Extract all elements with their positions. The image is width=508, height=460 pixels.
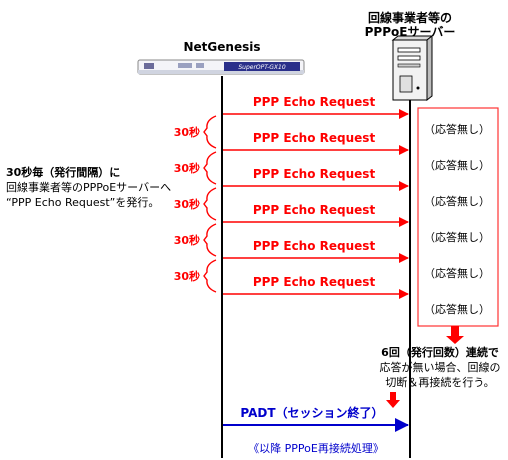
red-down-arrow xyxy=(446,326,464,344)
right-note-line1: 6回（発行回数）連続で xyxy=(381,345,499,359)
no-response-label-6: （応答無し） xyxy=(424,302,490,316)
right-note-line3: 切断＆再接続を行う。 xyxy=(385,375,494,389)
interval-bracket-3 xyxy=(203,187,217,221)
router-model-label: SuperOPT-GX10 xyxy=(238,64,285,71)
echo-request-label-2: PPP Echo Request xyxy=(253,131,376,145)
right-note-line2: 応答が無い場合、回線の xyxy=(380,360,501,374)
interval-bracket-1 xyxy=(203,115,217,149)
interval-bracket-4 xyxy=(203,223,217,257)
server-title-line1: 回線事業者等の xyxy=(368,10,452,25)
interval-label-2: 30秒 xyxy=(174,161,200,175)
no-response-label-5: （応答無し） xyxy=(424,266,490,280)
no-response-label-1: （応答無し） xyxy=(424,122,490,136)
interval-label-1: 30秒 xyxy=(174,125,200,139)
left-note-line2: 回線事業者等のPPPoEサーバーへ xyxy=(6,180,171,194)
interval-label-3: 30秒 xyxy=(174,197,200,211)
red-small-down-arrow xyxy=(386,392,400,408)
no-response-label-4: （応答無し） xyxy=(424,230,490,244)
no-response-labels: （応答無し） （応答無し） （応答無し） （応答無し） （応答無し） （応答無し） xyxy=(424,122,490,316)
interval-bracket-5 xyxy=(203,259,217,293)
echo-request-label-6: PPP Echo Request xyxy=(253,275,376,289)
echo-request-label-3: PPP Echo Request xyxy=(253,167,376,181)
router-device-icon: SuperOPT-GX10 xyxy=(137,59,305,75)
left-note-line3: “PPP Echo Request”を発行。 xyxy=(6,195,159,209)
echo-request-label-4: PPP Echo Request xyxy=(253,203,376,217)
interval-brackets: 30秒 30秒 30秒 30秒 30秒 xyxy=(174,115,217,293)
interval-label-5: 30秒 xyxy=(174,269,200,283)
no-response-box xyxy=(417,107,499,327)
padt-label: PADT（セッション終了） xyxy=(240,405,383,420)
client-title: NetGenesis xyxy=(184,40,261,54)
no-response-label-2: （応答無し） xyxy=(424,158,490,172)
footer-note: 《以降 PPPoE再接続処理》 xyxy=(248,441,384,455)
no-response-label-3: （応答無し） xyxy=(424,194,490,208)
interval-label-4: 30秒 xyxy=(174,233,200,247)
left-note-line1: 30秒毎（発行間隔）に xyxy=(6,165,120,179)
echo-request-label-5: PPP Echo Request xyxy=(253,239,376,253)
server-icon xyxy=(391,34,434,102)
interval-bracket-2 xyxy=(203,151,217,185)
echo-request-label-1: PPP Echo Request xyxy=(253,95,376,109)
